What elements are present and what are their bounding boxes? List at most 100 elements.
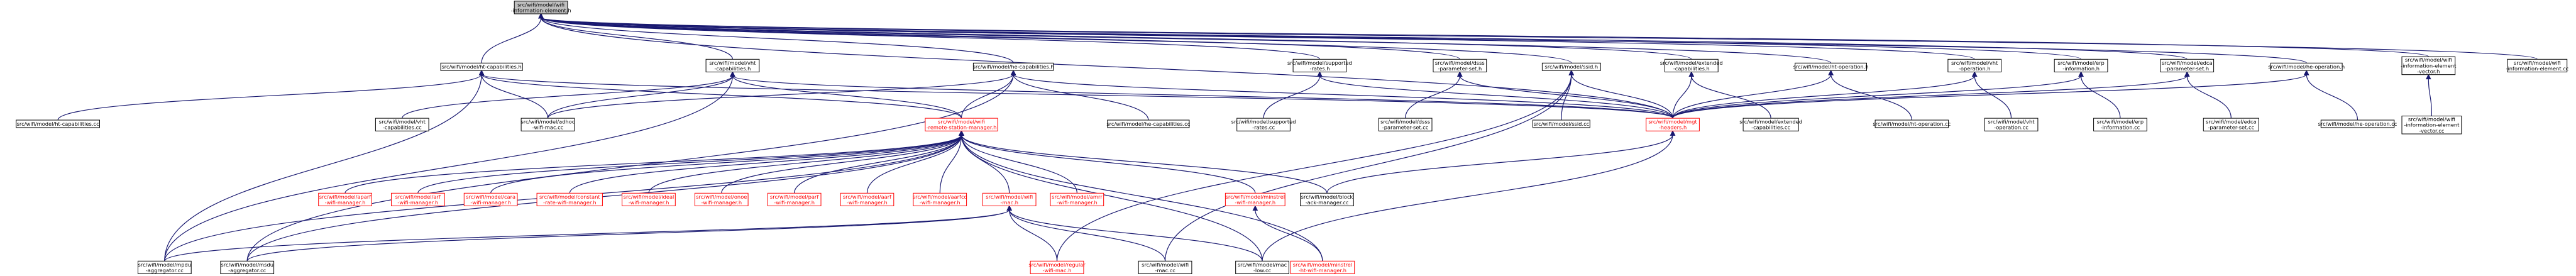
node-box	[2270, 62, 2343, 71]
edge-mac-cc-to-mac-h	[1006, 205, 1166, 262]
edge-rsm-h-to-he-cap-h	[960, 70, 1016, 119]
node-mgt-h[interactable]: src/wifi/model/mgt-headers.h	[1646, 118, 1700, 131]
node-label-line: -parameter-set.cc	[1382, 124, 1429, 131]
node-edca-h[interactable]: src/wifi/model/edca-parameter-set.h	[2160, 58, 2215, 73]
node-box	[2401, 56, 2456, 75]
node-box	[391, 192, 445, 206]
edge-dsss-cc-to-dsss-h	[1405, 71, 1463, 119]
node-mpdu-agg-cc[interactable]: src/wifi/model/mpdu-aggregator.cc	[138, 260, 192, 274]
node-box	[138, 260, 192, 274]
node-ht-cap-cc[interactable]: src/wifi/model/ht-capabilities.cc	[16, 119, 101, 128]
node-rsm-h[interactable]: src/wifi/model/wifi-remote-station-manag…	[925, 118, 998, 131]
edge-minstrel-ht-h-to-rsm-h	[959, 130, 1323, 262]
node-label-line: src/wifi/model/amrr	[1052, 194, 1103, 200]
node-he-op-h[interactable]: src/wifi/model/he-operation.h	[2268, 62, 2345, 71]
node-ie-cc[interactable]: src/wifi/model/wifi-information-element.…	[2506, 58, 2569, 73]
node-amrr-h[interactable]: src/wifi/model/amrr-wifi-manager.h	[1050, 192, 1104, 206]
node-msdu-agg-cc[interactable]: src/wifi/model/msdu-aggregator.cc	[220, 260, 275, 274]
node-label-line: src/wifi/model/parf	[770, 194, 819, 200]
edge-msdu-agg-cc-to-he-cap-h	[246, 70, 1016, 262]
node-regular-h[interactable]: src/wifi/model/regular-wifi-mac.h	[1028, 260, 1086, 274]
node-aarf-h[interactable]: src/wifi/model/aarf-wifi-manager.h	[840, 192, 894, 206]
node-box	[840, 192, 894, 206]
node-vht-cap-cc[interactable]: src/wifi/model/vht-capabilities.cc	[375, 118, 429, 131]
node-box	[1874, 119, 1949, 128]
edge-mgt-h-to-erp-h	[1672, 71, 2084, 119]
node-label-line: src/wifi/model/block	[1301, 194, 1353, 200]
node-mac-h[interactable]: src/wifi/model/wifi-mac.h	[982, 192, 1037, 206]
node-erp-h[interactable]: src/wifi/model/erp-information.h	[2054, 58, 2108, 73]
node-dsss-cc[interactable]: src/wifi/model/dsss-parameter-set.cc	[1378, 118, 1433, 131]
node-ext-cap-cc[interactable]: src/wifi/model/extended-capabilities.cc	[1739, 118, 1802, 131]
node-edca-cc[interactable]: src/wifi/model/edca-parameter-set.cc	[2203, 118, 2259, 131]
node-box	[2401, 116, 2462, 135]
node-aarfcd-h[interactable]: src/wifi/model/aarfcd-wifi-manager.h	[913, 192, 967, 206]
node-he-op-cc[interactable]: src/wifi/model/he-operation.cc	[2318, 119, 2397, 128]
node-root[interactable]: src/wifi/model/wifi-information-element.…	[511, 1, 571, 14]
node-ht-cap-h[interactable]: src/wifi/model/ht-capabilities.h	[440, 62, 523, 71]
node-box	[463, 192, 518, 206]
node-box	[2203, 118, 2259, 131]
node-constant-h[interactable]: src/wifi/model/constant-rate-wifi-manage…	[536, 192, 603, 206]
node-box	[1225, 192, 1285, 206]
node-label-line: -capabilities.cc	[383, 124, 422, 131]
node-he-cap-h[interactable]: src/wifi/model/he-capabilities.h	[973, 62, 1054, 71]
node-box	[536, 192, 603, 206]
node-label-line: src/wifi/model/cara	[466, 194, 515, 200]
node-label-line: src/wifi/model/adhoc	[520, 119, 575, 125]
node-box	[1533, 119, 1590, 128]
node-label-line: src/wifi/model/extended	[1660, 60, 1723, 66]
node-label-line: -information-element	[2401, 62, 2457, 69]
node-block-ack-cc[interactable]: src/wifi/model/block-ack-manager.cc	[1300, 192, 1354, 206]
node-ssid-cc[interactable]: src/wifi/model/ssid.cc	[1533, 119, 1590, 128]
node-box	[1433, 58, 1487, 73]
node-minstrel-ht-h[interactable]: src/wifi/model/minstrel-ht-wifi-manager.…	[1290, 260, 1355, 274]
node-box	[1236, 118, 1291, 131]
edge-ht-cap-cc-to-ht-cap-h	[57, 70, 485, 121]
node-label-line: -wifi-manager.h	[470, 199, 511, 206]
edge-minstrel-h-to-rsm-h	[959, 130, 1256, 194]
node-label-line: -parameter-set.cc	[2208, 124, 2254, 131]
node-ext-cap-h[interactable]: src/wifi/model/extended-capabilities.h	[1660, 58, 1723, 73]
node-label-line: -capabilities.h	[1673, 65, 1710, 72]
node-ht-op-cc[interactable]: src/wifi/model/ht-operation.cc	[1873, 119, 1951, 128]
node-supp-rates-cc[interactable]: src/wifi/model/supported-rates.cc	[1231, 118, 1296, 131]
node-box	[705, 58, 760, 73]
node-label-line: src/wifi/model/regular	[1028, 262, 1086, 268]
node-label-line: src/wifi/model/minstrel	[1293, 262, 1353, 268]
node-parf-h[interactable]: src/wifi/model/parf-wifi-manager.h	[767, 192, 822, 206]
node-arf-h[interactable]: src/wifi/model/arf-wifi-manager.h	[391, 192, 445, 206]
node-onoe-h[interactable]: src/wifi/model/onoe-wifi-manager.h	[694, 192, 749, 206]
node-minstrel-h[interactable]: src/wifi/model/minstrel-wifi-manager.h	[1225, 192, 1285, 206]
node-box	[694, 192, 749, 206]
node-box	[1795, 62, 1867, 71]
node-supp-rates-h[interactable]: src/wifi/model/supported-rates.h	[1287, 58, 1352, 73]
edge-adhoc-cc-to-ht-cap-h	[478, 70, 549, 119]
node-label-line: src/wifi/model/ht-operation.h	[1793, 63, 1869, 70]
node-iev-h[interactable]: src/wifi/model/wifi-information-element-…	[2401, 56, 2457, 75]
node-ht-op-h[interactable]: src/wifi/model/ht-operation.h	[1793, 62, 1869, 71]
node-vht-op-h[interactable]: src/wifi/model/vht-operation.h	[1947, 58, 2002, 73]
node-dsss-h[interactable]: src/wifi/model/dsss-parameter-set.h	[1433, 58, 1487, 73]
node-vht-cap-h[interactable]: src/wifi/model/vht-capabilities.h	[705, 58, 760, 73]
node-label-line: src/wifi/model/dsss	[1435, 60, 1485, 66]
node-box	[2320, 119, 2395, 128]
node-aparf-h[interactable]: src/wifi/model/aparf-wifi-manager.h	[318, 192, 372, 206]
node-label-line: -wifi-manager.h	[920, 199, 960, 206]
node-mac-low-cc[interactable]: src/wifi/model/mac-low.cc	[1235, 260, 1289, 274]
edge-he-cap-h-to-root	[538, 13, 1014, 63]
node-ssid-h[interactable]: src/wifi/model/ssid.h	[1541, 62, 1601, 71]
edge-mpdu-agg-cc-to-vht-cap-h	[164, 71, 735, 262]
edge-he-op-cc-to-he-op-h	[2303, 70, 2359, 121]
node-box	[913, 192, 967, 206]
node-adhoc-cc[interactable]: src/wifi/model/adhoc-wifi-mac.cc	[520, 118, 575, 131]
node-ideal-h[interactable]: src/wifi/model/ideal-wifi-manager.h	[622, 192, 676, 206]
node-label-line: src/wifi/model/erp	[2097, 119, 2144, 125]
node-he-cap-cc[interactable]: src/wifi/model/he-capabilities.cc	[1106, 119, 1191, 128]
node-cara-h[interactable]: src/wifi/model/cara-wifi-manager.h	[463, 192, 518, 206]
node-iev-cc[interactable]: src/wifi/model/wifi-information-element-…	[2401, 116, 2462, 135]
node-vht-op-cc[interactable]: src/wifi/model/vht-operation.cc	[1984, 118, 2039, 131]
node-erp-cc[interactable]: src/wifi/model/erp-information.cc	[2093, 118, 2147, 131]
node-label-line: -parameter-set.h	[2165, 65, 2209, 72]
node-mac-cc[interactable]: src/wifi/model/wifi-mac.cc	[1138, 260, 1192, 274]
